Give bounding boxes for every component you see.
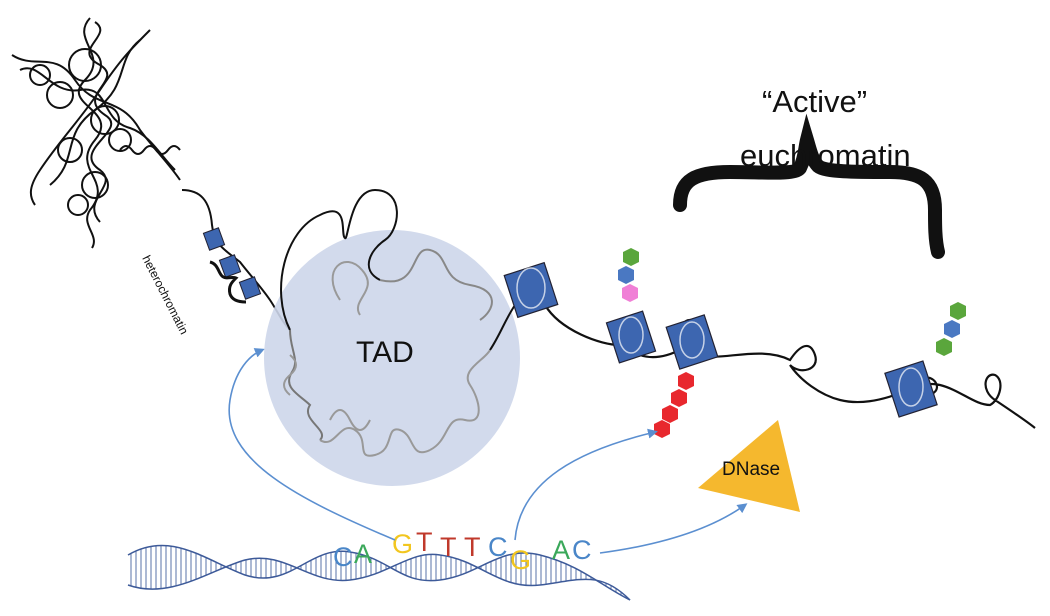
dnase-label: DNase: [722, 459, 780, 480]
base-2: A: [354, 539, 372, 569]
active-nucleosomes: [503, 261, 938, 418]
dnase-enzyme: [698, 420, 800, 512]
base-10: C: [572, 535, 592, 565]
regulatory-arrows: [228, 348, 748, 554]
heterochromatin-nucleosomes: [202, 227, 262, 300]
condensed-chromosome: [11, 17, 181, 249]
base-4: T: [416, 527, 433, 557]
active-label-line2: euchromatin: [740, 138, 911, 173]
euchromatin-fiber: [513, 266, 1036, 429]
arrow-to-methylation: [514, 428, 658, 541]
arrow-to-tad: [228, 348, 396, 541]
active-label-line1: “Active”: [762, 84, 867, 119]
heterochromatin-label: heterochromatin: [139, 253, 191, 337]
tad-domain: [264, 230, 520, 486]
arrow-to-dnase: [599, 503, 748, 554]
base-1: C: [333, 542, 353, 572]
dna-sequence: C A G T T T C G A C: [333, 527, 592, 575]
tad-loops: [280, 188, 516, 457]
base-3: G: [392, 529, 413, 559]
histone-modification-2: [936, 302, 966, 356]
base-8: G: [510, 545, 531, 575]
dna-double-helix: [127, 544, 631, 601]
base-9: A: [552, 535, 570, 565]
histone-modification-1: [618, 248, 639, 302]
dna-methylation-marks: [654, 372, 694, 438]
base-7: C: [488, 532, 508, 562]
euchromatin-brace: [673, 113, 945, 259]
heterochromatin-brace: [209, 260, 247, 304]
base-6: T: [464, 532, 481, 562]
tad-label: TAD: [356, 336, 414, 369]
base-5: T: [440, 532, 457, 562]
